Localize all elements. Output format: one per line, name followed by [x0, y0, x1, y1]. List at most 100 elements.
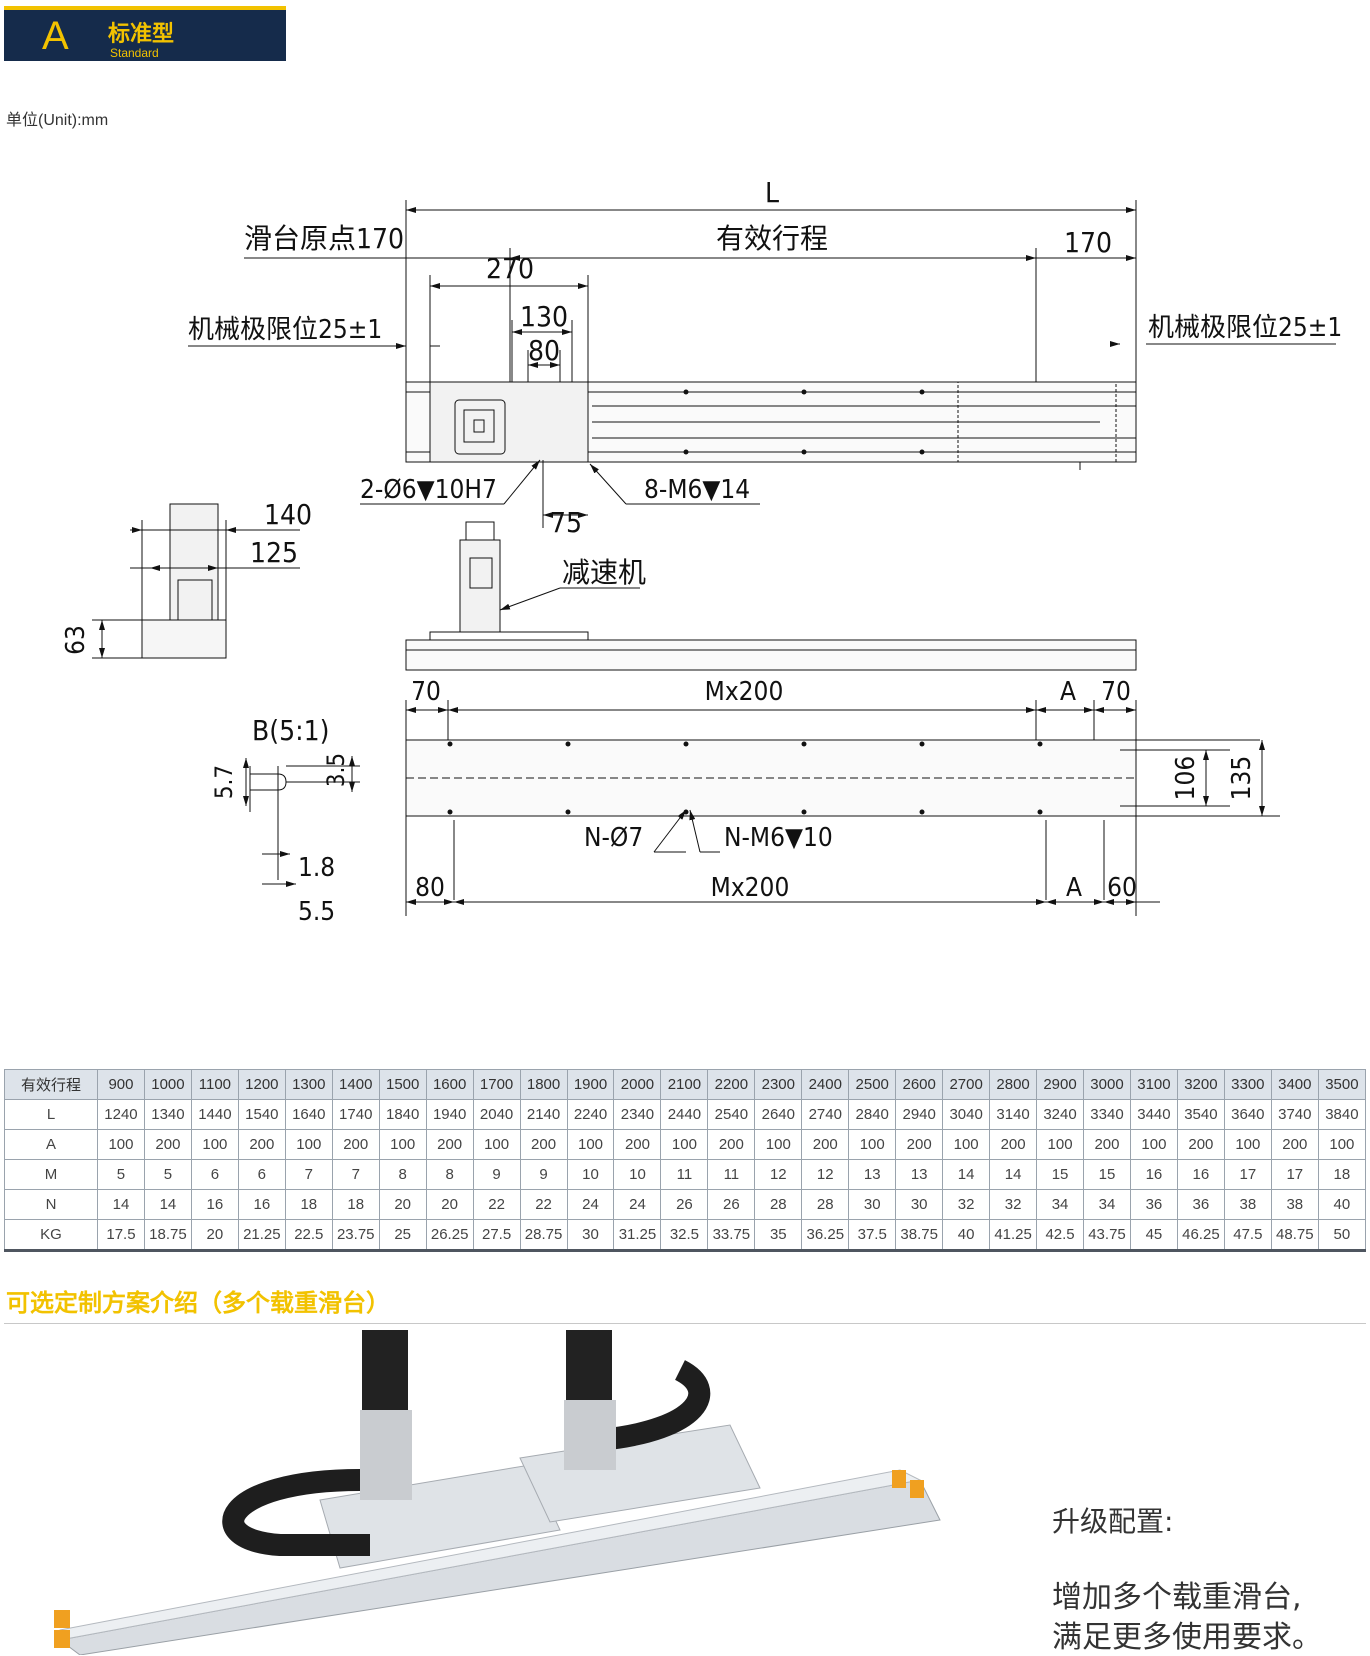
table-cell: 200 — [237, 1129, 286, 1160]
table-cell: 16 — [237, 1189, 286, 1220]
table-cell: 11 — [660, 1159, 709, 1190]
reducer-label: 减速机 — [562, 556, 646, 589]
table-cell: 8 — [425, 1159, 474, 1190]
dim-bot-80: 80 — [415, 873, 445, 903]
table-row-label: N — [4, 1189, 98, 1220]
table-cell: 6 — [237, 1159, 286, 1190]
table-cell: 32.5 — [660, 1219, 709, 1251]
table-cell: 100 — [566, 1129, 615, 1160]
table-cell: 1300 — [284, 1069, 333, 1100]
dim-140: 140 — [264, 498, 312, 531]
table-cell: 2440 — [660, 1099, 709, 1130]
table-cell: 8 — [378, 1159, 427, 1190]
section-badge: A 标准型 Standard — [4, 6, 286, 61]
table-cell: 7 — [284, 1159, 333, 1190]
dim-top-70-left: 70 — [411, 677, 441, 707]
table-row-label: KG — [4, 1219, 98, 1251]
dim-80: 80 — [528, 334, 560, 367]
table-row-label: 有效行程 — [4, 1069, 98, 1100]
table-cell: 13 — [895, 1159, 944, 1190]
table-cell: 2900 — [1036, 1069, 1085, 1100]
table-cell: 200 — [519, 1129, 568, 1160]
table-cell: 40 — [1317, 1189, 1367, 1220]
table-cell: 14 — [143, 1189, 192, 1220]
table-cell: 2840 — [848, 1099, 897, 1130]
table-cell: 38.75 — [895, 1219, 944, 1251]
table-cell: 26 — [660, 1189, 709, 1220]
dim-1-8: 1.8 — [298, 853, 335, 883]
table-cell: 3140 — [989, 1099, 1038, 1130]
table-cell: 100 — [1036, 1129, 1085, 1160]
table-row-label: M — [4, 1159, 98, 1190]
table-cell: 25 — [378, 1219, 427, 1251]
table-cell: 30 — [848, 1189, 897, 1220]
table-cell: 28 — [801, 1189, 850, 1220]
table-cell: 200 — [1176, 1129, 1225, 1160]
table-cell: 42.5 — [1036, 1219, 1085, 1251]
table-cell: 3100 — [1129, 1069, 1178, 1100]
limit-left: 机械极限位25±1 — [188, 315, 382, 345]
table-cell: 100 — [284, 1129, 333, 1160]
table-cell: 3740 — [1270, 1099, 1319, 1130]
badge-title: 标准型 — [108, 22, 175, 47]
table-cell: 1600 — [425, 1069, 474, 1100]
table-cell: 36.25 — [801, 1219, 850, 1251]
dim-106: 106 — [1171, 756, 1201, 801]
dim-bot-60: 60 — [1107, 873, 1137, 903]
table-cell: 50 — [1317, 1219, 1367, 1251]
table-cell: 2300 — [754, 1069, 803, 1100]
table-cell: 17 — [1223, 1159, 1272, 1190]
table-cell: 100 — [848, 1129, 897, 1160]
table-cell: 200 — [143, 1129, 192, 1160]
table-cell: 22.5 — [284, 1219, 333, 1251]
section-divider — [4, 1323, 1366, 1324]
table-cell: 16 — [1129, 1159, 1178, 1190]
table-cell: 3400 — [1270, 1069, 1319, 1100]
table-cell: 9 — [472, 1159, 521, 1190]
table-cell: 22 — [472, 1189, 521, 1220]
limit-right: 机械极限位25±1 — [1148, 313, 1342, 343]
table-cell: 3200 — [1176, 1069, 1225, 1100]
table-cell: 1200 — [237, 1069, 286, 1100]
table-cell: 2040 — [472, 1099, 521, 1130]
table-cell: 200 — [801, 1129, 850, 1160]
dim-5-5: 5.5 — [298, 897, 335, 927]
table-cell: 31.25 — [613, 1219, 662, 1251]
table-cell: 2500 — [848, 1069, 897, 1100]
table-cell: 1900 — [566, 1069, 615, 1100]
table-cell: 17.5 — [97, 1219, 145, 1251]
table-cell: 2600 — [895, 1069, 944, 1100]
dim-5-7: 5.7 — [210, 765, 238, 799]
table-cell: 24 — [613, 1189, 662, 1220]
table-cell: 18 — [331, 1189, 380, 1220]
table-cell: 2740 — [801, 1099, 850, 1130]
table-cell: 30 — [895, 1189, 944, 1220]
table-cell: 17 — [1270, 1159, 1319, 1190]
table-cell: 2100 — [660, 1069, 709, 1100]
unit-label: 单位(Unit):mm — [6, 112, 109, 129]
table-cell: 11 — [707, 1159, 756, 1190]
product-photo — [54, 1330, 941, 1655]
table-cell: 100 — [97, 1129, 145, 1160]
table-cell: 2140 — [519, 1099, 568, 1130]
table-cell: 100 — [942, 1129, 991, 1160]
table-cell: 21.25 — [237, 1219, 286, 1251]
table-cell: 200 — [613, 1129, 662, 1160]
table-cell: 48.75 — [1270, 1219, 1319, 1251]
table-cell: 41.25 — [989, 1219, 1038, 1251]
table-cell: 2540 — [707, 1099, 756, 1130]
table-cell: 3440 — [1129, 1099, 1178, 1130]
table-cell: 100 — [1129, 1129, 1178, 1160]
table-cell: 30 — [566, 1219, 615, 1251]
table-cell: 3500 — [1317, 1069, 1367, 1100]
table-cell: 200 — [331, 1129, 380, 1160]
n-hole: N-Ø7 — [584, 823, 643, 853]
table-cell: 200 — [707, 1129, 756, 1160]
table-cell: 10 — [566, 1159, 615, 1190]
upgrade-line-2: 满足更多使用要求。 — [1052, 1620, 1322, 1655]
table-cell: 18.75 — [143, 1219, 192, 1251]
